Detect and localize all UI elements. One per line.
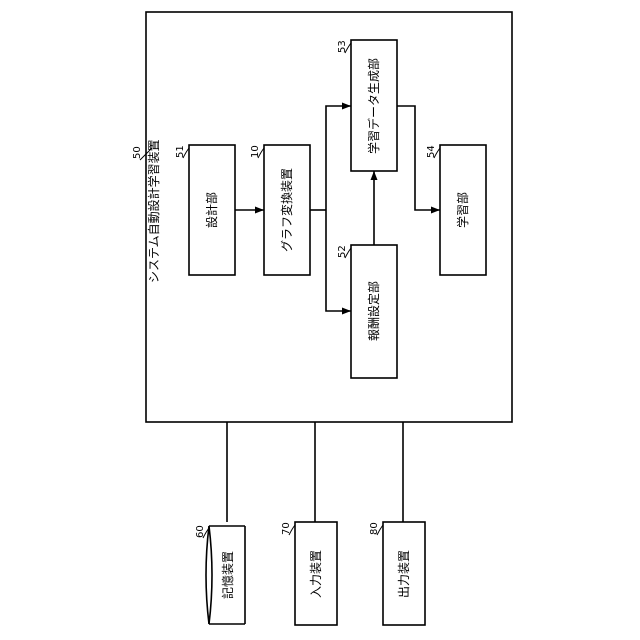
output-label: 出力装置 <box>397 550 411 598</box>
datagen-label: 学習データ生成部 <box>366 58 381 154</box>
input-label: 入力装置 <box>309 550 323 598</box>
storage-ref: 60 <box>195 525 206 538</box>
storage-label: 記憶装置 <box>220 551 235 599</box>
design-ref: 51 <box>175 145 186 158</box>
graph-ref: 10 <box>250 145 261 158</box>
system-ref: 50 <box>132 146 143 159</box>
reward-label: 報酬設定部 <box>366 281 381 341</box>
reward-ref: 52 <box>337 245 348 258</box>
graph-converter-label: グラフ変換装置 <box>279 168 294 252</box>
datagen-ref: 53 <box>337 40 348 53</box>
learning-label: 学習部 <box>455 192 470 228</box>
input-ref: 70 <box>281 522 292 535</box>
design-label: 設計部 <box>204 192 219 228</box>
output-ref: 80 <box>369 522 380 535</box>
learning-ref: 54 <box>426 145 437 158</box>
system-label: システム自動設計学習装置 <box>146 139 161 283</box>
